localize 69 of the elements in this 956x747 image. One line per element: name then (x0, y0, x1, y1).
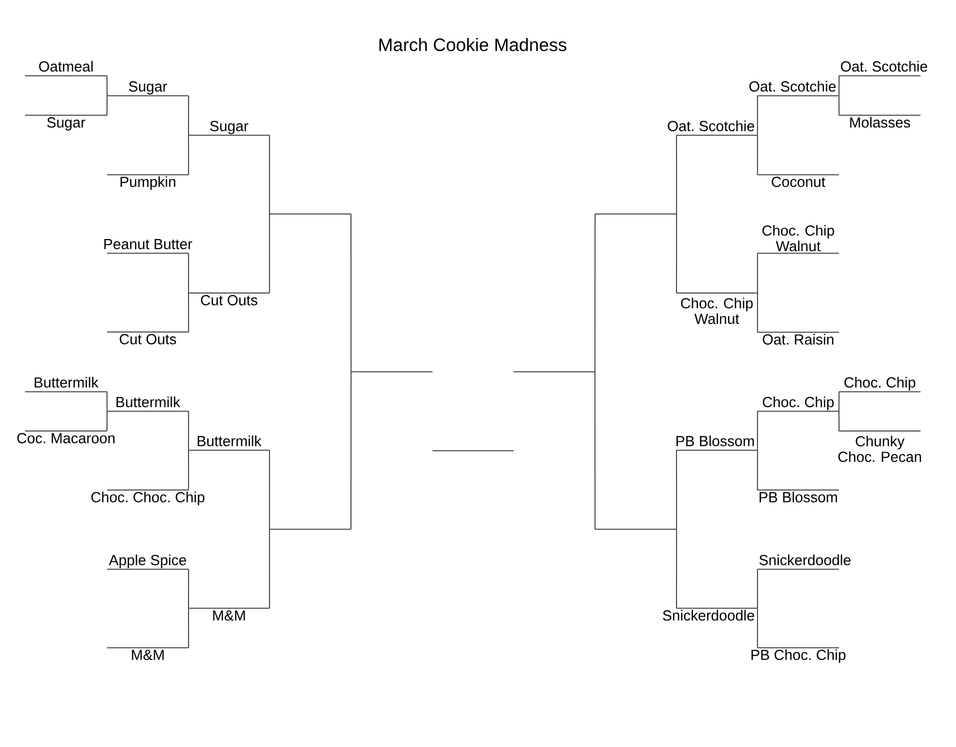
bracket-slot: Choc. Chip Walnut (676, 292, 758, 324)
bracket-connector (188, 568, 190, 609)
bracket-slot: Choc. Chip Walnut (756, 224, 840, 254)
bracket-slot: M&M (188, 608, 270, 621)
bracket-connector (676, 528, 678, 609)
bracket-slot: Choc. Chip (838, 376, 922, 392)
bracket-slot: PB Blossom (676, 436, 758, 451)
bracket-slot: Oatmeal (24, 60, 108, 76)
bracket-connector (756, 252, 758, 294)
bracket-connector (188, 410, 190, 451)
bracket-connector (350, 214, 352, 372)
bracket-connector (594, 214, 596, 372)
bracket-connector (106, 75, 108, 96)
bracket-connector (188, 134, 190, 176)
bracket-connector (188, 252, 190, 294)
bracket-slot: Coconut (756, 174, 840, 188)
bracket-slot: Cut Outs (106, 332, 190, 344)
bracket-connector (106, 95, 108, 116)
bracket-slot: PB Choc. Chip (752, 647, 846, 663)
bracket-connector (268, 528, 270, 609)
bracket-connector (188, 608, 190, 648)
bracket-connector (756, 410, 758, 451)
bracket-connector (838, 410, 840, 432)
bracket-connector (676, 134, 678, 214)
bracket-slot: Coc. Macaroon (17, 430, 115, 444)
bracket-slot: Cut Outs (188, 292, 270, 306)
bracket-slot: Chunky Choc. Pecan (838, 430, 922, 462)
bracket-connector (756, 95, 758, 136)
bracket-slot: Sugar (24, 114, 108, 131)
bracket-slot: M&M (106, 647, 190, 660)
bracket-connector (188, 95, 190, 136)
bracket-slot: Buttermilk (24, 376, 108, 392)
bracket-connector (268, 214, 270, 294)
bracket-connector (756, 450, 758, 490)
bracket-connector (756, 608, 758, 648)
bracket-connector (594, 371, 596, 530)
bracket-slot: Pumpkin (106, 174, 190, 190)
bracket-slot: Choc. Chip (756, 396, 840, 412)
bracket-connector (838, 391, 840, 412)
bracket-slot: Sugar (106, 81, 190, 96)
bracket-connector (756, 568, 758, 609)
bracket-connector (188, 292, 190, 332)
bracket-connector (106, 391, 108, 412)
bracket-connector (676, 214, 678, 294)
bracket-connector (106, 410, 108, 432)
bracket-slot: Snickerdoodle (756, 554, 851, 570)
bracket-connector (188, 450, 190, 490)
bracket-connector (756, 292, 758, 333)
bracket-slot: Molasses (838, 114, 922, 128)
bracket-connector (838, 95, 840, 116)
bracket-connector (676, 450, 678, 530)
bracket-slot: Snickerdoodle (662, 608, 758, 621)
bracket-slot: Buttermilk (188, 436, 270, 451)
bracket-slot: Peanut Butter (104, 239, 192, 254)
bracket-slot: Oat. Scotchie (668, 120, 758, 136)
bracket-slot: Oat. Scotchie (749, 80, 840, 96)
bracket-connector (268, 450, 270, 530)
bracket-slot: Choc. Choc. Chip (91, 490, 204, 506)
bracket-slot: Buttermilk (106, 396, 190, 412)
bracket-slot: Apple Spice (106, 554, 190, 570)
bracket-connector (756, 134, 758, 176)
bracket-slot: PB Blossom (756, 490, 840, 502)
bracket-slot: Oat. Scotchie (838, 60, 928, 76)
title: March Cookie Madness (379, 38, 566, 52)
bracket-connector (350, 371, 352, 530)
bracket-slot: Sugar (188, 120, 270, 136)
bracket-slot: Oat. Raisin (756, 332, 840, 345)
bracket-connector (268, 134, 270, 214)
bracket-connector (838, 75, 840, 96)
